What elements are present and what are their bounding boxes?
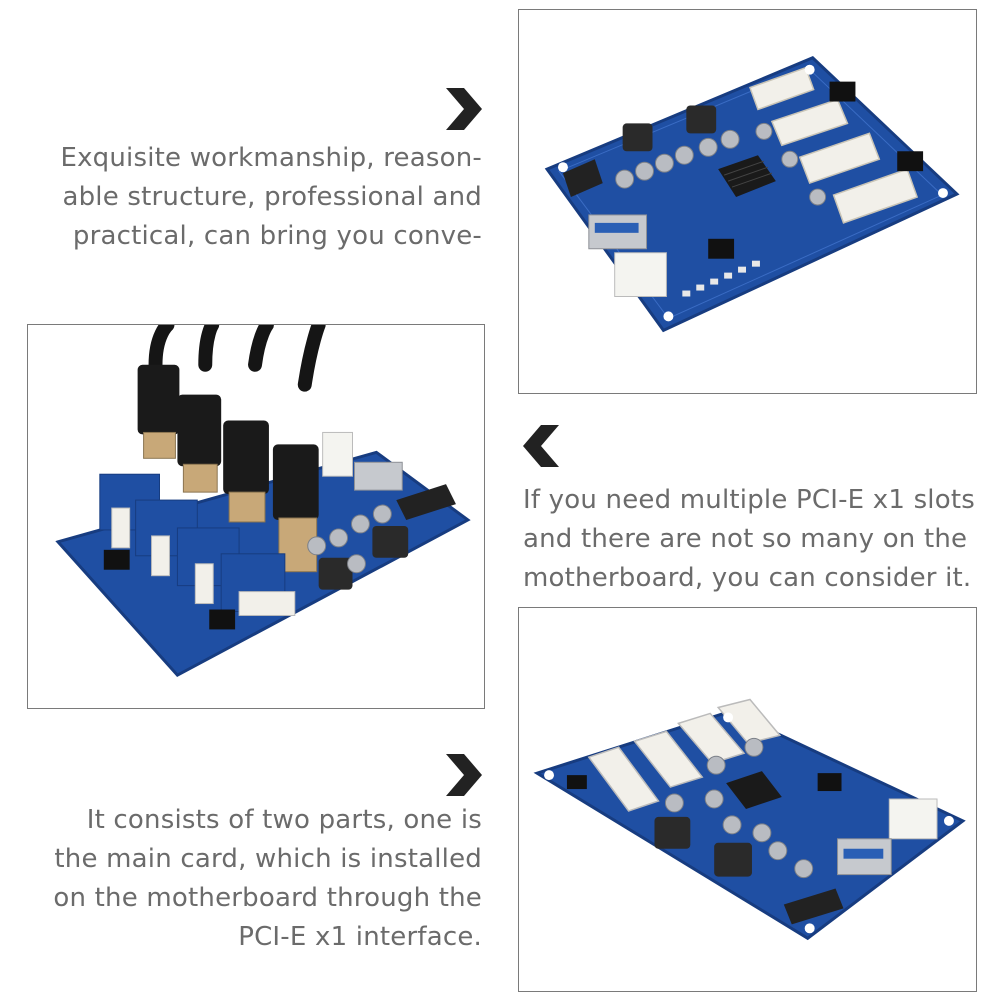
product-photo-angled-view xyxy=(518,607,977,992)
caption-line: PCI-E x1 interface. xyxy=(238,922,482,952)
caption-line: If you need multiple PCI-E x1 slots xyxy=(523,485,975,515)
caption-two-parts: It consists of two parts, one is the mai… xyxy=(53,801,482,957)
caption-line: motherboard, you can consider it. xyxy=(523,563,972,593)
chevron-right-icon xyxy=(444,88,484,130)
caption-line: on the motherboard through the xyxy=(53,883,482,913)
caption-line: the main card, which is installed xyxy=(54,844,482,874)
product-photo-top-view xyxy=(518,9,977,394)
caption-line: Exquisite workmanship, reason- xyxy=(60,143,482,173)
caption-line: able structure, professional and xyxy=(62,182,482,212)
chevron-right-icon xyxy=(444,754,484,796)
caption-multiple-slots: If you need multiple PCI-E x1 slots and … xyxy=(523,481,975,598)
caption-workmanship: Exquisite workmanship, reason- able stru… xyxy=(60,139,482,256)
chevron-left-icon xyxy=(521,425,561,467)
caption-line: It consists of two parts, one is xyxy=(86,805,482,835)
product-photo-with-risers xyxy=(27,324,485,709)
caption-line: and there are not so many on the xyxy=(523,524,968,554)
caption-line: practical, can bring you conve- xyxy=(72,221,482,251)
